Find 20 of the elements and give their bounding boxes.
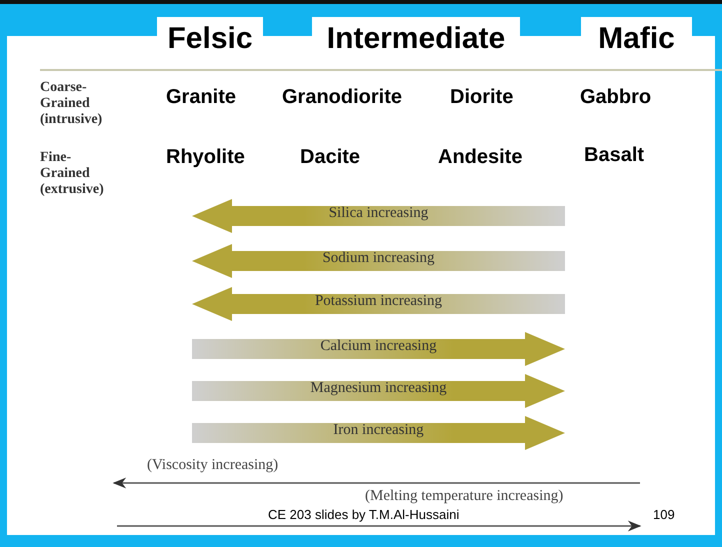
rock-name: Granodiorite [282, 86, 402, 109]
arrow-label: Potassium increasing [314, 293, 444, 310]
rock-name: Basalt [584, 144, 644, 167]
arrow-label: Iron increasing [332, 422, 425, 439]
slide-footer: CE 203 slides by T.M.Al-Hussaini [268, 507, 460, 522]
rock-name: Diorite [450, 86, 514, 109]
arrow-label: Silica increasing [328, 205, 430, 222]
rock-name: Andesite [438, 146, 522, 169]
rock-name: Rhyolite [166, 146, 245, 169]
arrow-label: Magnesium increasing [309, 380, 448, 397]
rock-name: Granite [166, 86, 236, 109]
axis-label: (Melting temperature increasing) [365, 488, 564, 505]
row-heading: Fine-Grained (extrusive) [40, 150, 105, 198]
page-number: 109 [653, 507, 675, 522]
axis-label: (Viscosity increasing) [147, 457, 278, 474]
arrow-label: Sodium increasing [321, 250, 436, 267]
rock-name: Dacite [300, 146, 360, 169]
arrow-label: Calcium increasing [319, 338, 438, 355]
row-heading: Coarse-Grained (intrusive) [40, 80, 104, 128]
rock-name: Gabbro [580, 86, 652, 109]
